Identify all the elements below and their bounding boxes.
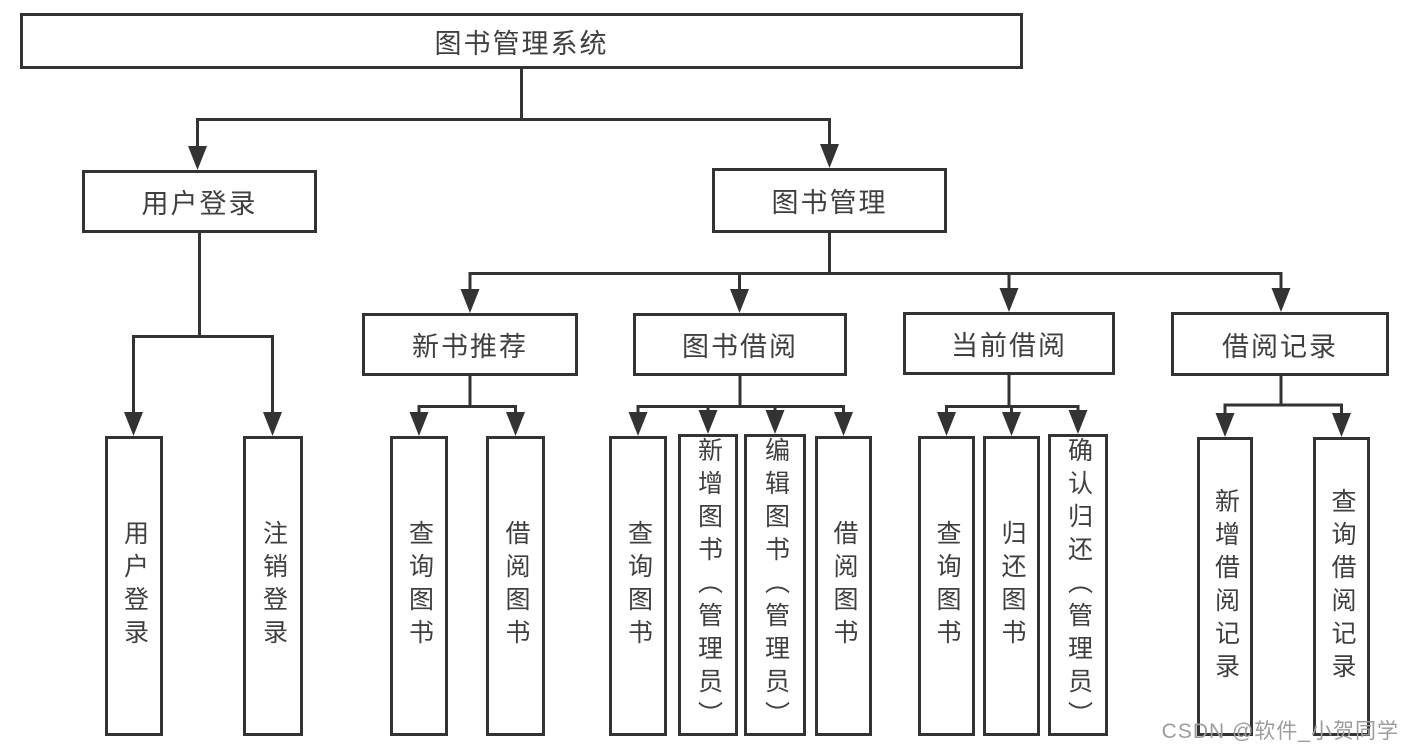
node-leaf-borrow-borrow-books: 借阅图书 <box>815 436 872 736</box>
node-leaf-borrow-edit-books-admin: 编辑图书（管理员） <box>744 434 806 736</box>
node-book-borrowing: 图书借阅 <box>633 313 847 376</box>
node-leaf-current-query-books: 查询图书 <box>918 436 975 736</box>
node-leaf-borrow-query-books: 查询图书 <box>609 436 667 736</box>
node-leaf-user-login: 用户登录 <box>105 436 163 736</box>
node-leaf-borrow-add-books-admin: 新增图书（管理员） <box>678 434 738 736</box>
connector-segments <box>132 69 1343 421</box>
node-leaf-logout: 注销登录 <box>243 436 303 736</box>
node-book-management: 图书管理 <box>712 168 947 233</box>
node-leaf-records-add-record: 新增借阅记录 <box>1197 437 1253 736</box>
csdn-watermark: CSDN @软件_小贺同学 <box>1161 720 1399 743</box>
node-leaf-recommend-query-books: 查询图书 <box>390 436 448 736</box>
node-library-system: 图书管理系统 <box>20 13 1023 69</box>
node-leaf-records-query-record: 查询借阅记录 <box>1313 437 1370 736</box>
node-user-login: 用户登录 <box>82 170 317 233</box>
arrow-down-icons <box>124 144 1351 437</box>
node-borrowing-records: 借阅记录 <box>1171 312 1389 376</box>
node-current-borrowing: 当前借阅 <box>903 312 1115 375</box>
node-leaf-current-confirm-return-admin: 确认归还（管理员） <box>1048 434 1108 736</box>
node-new-book-recommendation: 新书推荐 <box>362 313 578 376</box>
node-leaf-recommend-borrow-books: 借阅图书 <box>486 436 545 736</box>
node-leaf-current-return-books: 归还图书 <box>983 436 1040 736</box>
